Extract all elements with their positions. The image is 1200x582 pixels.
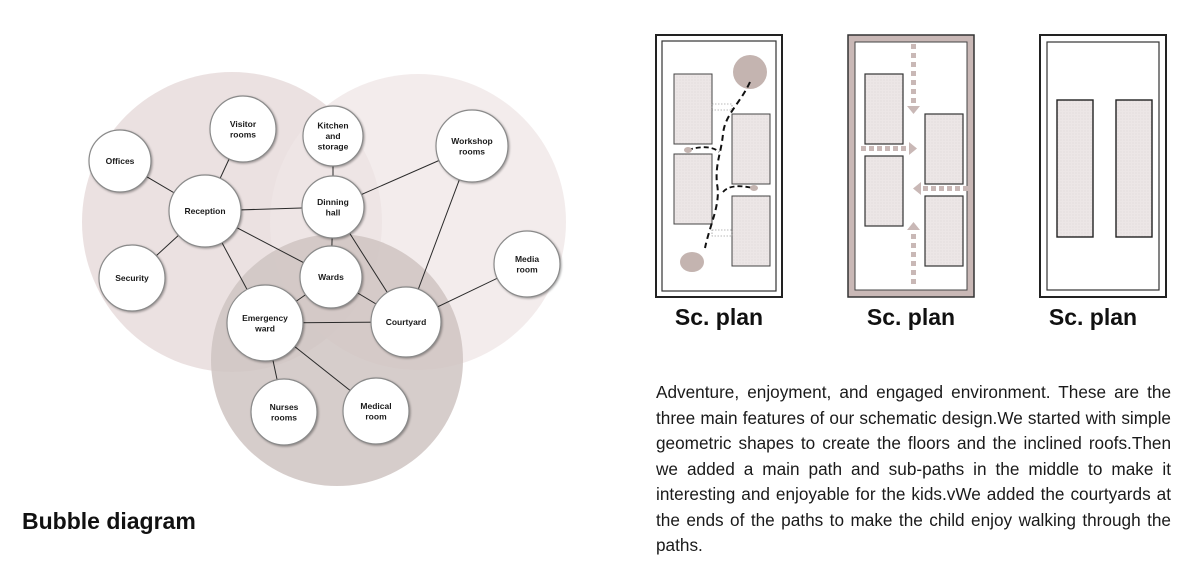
bubble-label-emergency: Emergency bbox=[242, 313, 288, 323]
floor-block bbox=[864, 73, 904, 145]
bubble-label-offices: Offices bbox=[106, 156, 135, 166]
bubble-diagram-title: Bubble diagram bbox=[22, 508, 196, 534]
bubble-label-courtyard: Courtyard bbox=[386, 317, 427, 327]
bubble-label-dinning: hall bbox=[326, 207, 341, 217]
node-layer: OfficesVisitorroomsKitchenandstorageWork… bbox=[88, 95, 561, 446]
plan-caption-3: Sc. plan bbox=[1048, 304, 1138, 330]
bubble-label-kitchen: Kitchen bbox=[317, 121, 348, 131]
bubble-diagram: OfficesVisitorroomsKitchenandstorageWork… bbox=[82, 72, 566, 486]
design-description: Adventure, enjoyment, and engaged enviro… bbox=[656, 382, 1171, 555]
bubble-label-medical: Medical bbox=[360, 401, 391, 411]
bubble-label-visitor: Visitor bbox=[230, 119, 257, 129]
bubble-label-wards: Wards bbox=[318, 272, 344, 282]
bubble-label-media: Media bbox=[515, 254, 539, 264]
floor-block bbox=[731, 113, 771, 185]
bubble-wards: Wards bbox=[299, 245, 363, 309]
bubble-offices: Offices bbox=[88, 129, 152, 193]
bubble-label-visitor: rooms bbox=[230, 129, 256, 139]
courtyard-circle bbox=[680, 252, 704, 272]
schematic-plan-3 bbox=[1039, 34, 1167, 298]
bubble-label-workshop: Workshop bbox=[451, 136, 492, 146]
floor-block bbox=[731, 195, 771, 267]
bubble-label-medical: room bbox=[365, 411, 387, 421]
floor-block bbox=[864, 155, 904, 227]
bubble-label-kitchen: and bbox=[325, 131, 340, 141]
bubble-reception: Reception bbox=[168, 174, 242, 248]
floor-block bbox=[1056, 99, 1094, 238]
schematic-plan-1 bbox=[655, 34, 783, 298]
bubble-label-nurses: rooms bbox=[271, 412, 297, 422]
bubble-label-security: Security bbox=[115, 273, 149, 283]
floor-block bbox=[1115, 99, 1153, 238]
floor-block bbox=[924, 195, 964, 267]
bubble-label-workshop: rooms bbox=[459, 146, 485, 156]
bubble-courtyard: Courtyard bbox=[370, 286, 442, 358]
courtyard-circle bbox=[733, 55, 767, 89]
bubble-label-emergency: ward bbox=[254, 323, 275, 333]
bubble-security: Security bbox=[98, 244, 166, 312]
schematic-plan-2 bbox=[847, 34, 975, 298]
bubble-label-reception: Reception bbox=[184, 206, 225, 216]
bubble-label-dinning: Dinning bbox=[317, 197, 349, 207]
floor-block bbox=[673, 73, 713, 145]
bubble-label-kitchen: storage bbox=[318, 142, 349, 152]
floor-block bbox=[924, 113, 964, 185]
bubble-label-media: room bbox=[516, 264, 538, 274]
plan-caption-2: Sc. plan bbox=[866, 304, 956, 330]
plan-caption-1: Sc. plan bbox=[674, 304, 764, 330]
floor-block bbox=[673, 153, 713, 225]
bubble-label-nurses: Nurses bbox=[270, 402, 299, 412]
